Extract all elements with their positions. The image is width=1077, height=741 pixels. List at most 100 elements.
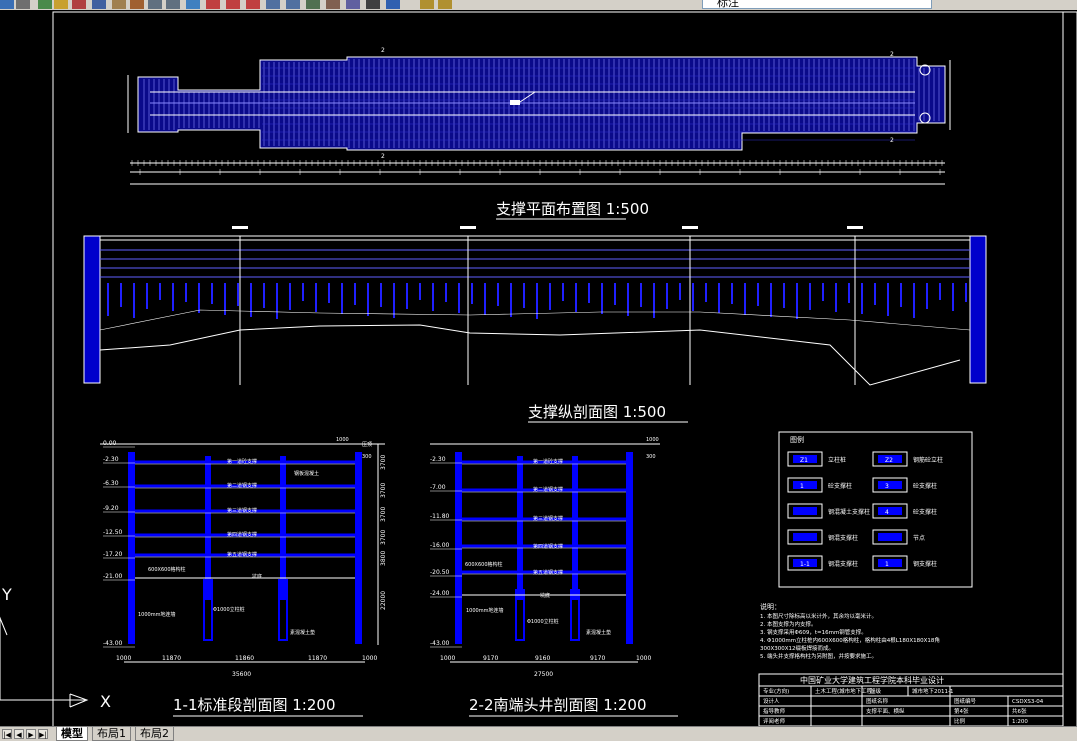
s11-right-dim: 3700 <box>380 507 387 522</box>
legend-symbol <box>878 559 902 567</box>
quickcalc-icon[interactable] <box>366 0 380 9</box>
legend-item-text: 砼支撑柱 <box>913 508 937 516</box>
s11-right-wall <box>355 452 362 644</box>
legend-symbol <box>878 481 902 489</box>
s11-label: 1000mm地连墙 <box>138 611 175 618</box>
match-icon[interactable] <box>130 0 144 9</box>
publish-icon[interactable] <box>54 0 68 9</box>
legend-symbol-label: 4 <box>885 509 889 516</box>
legend-symbol <box>793 481 817 489</box>
prev-tab-button[interactable]: ◀ <box>14 729 24 739</box>
sheet-set-icon[interactable] <box>326 0 340 9</box>
longitudinal-section: 支撑纵剖面图 1:500 <box>83 226 987 423</box>
tab-layout2[interactable]: 布局2 <box>135 727 174 741</box>
ucs-y-arrow <box>0 616 8 636</box>
cut-icon[interactable] <box>72 0 86 9</box>
note-line: 300X300X12缀板焊接而成。 <box>760 644 834 652</box>
s22-bottom-dim: 9160 <box>535 655 550 662</box>
title-block-frame <box>758 673 1064 726</box>
s22-depth: -20.50 <box>430 569 450 576</box>
s22-total-dim: 27500 <box>534 671 553 678</box>
legend-symbol-label: Z2 <box>885 457 893 464</box>
tab-layout1[interactable]: 布局1 <box>92 727 131 741</box>
zoom-previous-icon[interactable] <box>246 0 260 9</box>
legend-symbol <box>793 559 817 567</box>
s11-left-wall <box>128 452 135 644</box>
s22-label: 第四道钢支撑 <box>533 543 563 550</box>
legend-symbol-frame <box>872 555 908 571</box>
markup-icon[interactable] <box>346 0 360 9</box>
plan-center-marker <box>510 100 520 105</box>
pan-icon[interactable] <box>186 0 200 9</box>
tab-model[interactable]: 模型 <box>56 727 88 741</box>
legend-item-text: 钢混支撑柱 <box>828 560 858 568</box>
legend-item-text: 钢混支撑柱 <box>828 534 858 542</box>
undo-icon[interactable] <box>148 0 162 9</box>
legend-symbol <box>878 455 902 463</box>
s22-bottom-dim: 9170 <box>483 655 498 662</box>
s11-right-dim: 3700 <box>380 530 387 545</box>
s11-label: 600X600格构柱 <box>148 566 186 573</box>
layer-properties-icon[interactable] <box>420 0 434 9</box>
s22-pile-2 <box>570 589 580 641</box>
preview-icon[interactable] <box>38 0 52 9</box>
s11-depth: -43.00 <box>103 640 123 647</box>
plan-end-well-north-left <box>919 64 931 76</box>
model-space-canvas[interactable]: 2 2 2 2 支撑平面布置图 1:500 支撑纵剖面图 1:500 <box>0 10 1077 726</box>
s11-depth: -21.00 <box>103 573 123 580</box>
s11-title: 1-1标准段剖面图 1:200 <box>173 696 336 714</box>
design-center-icon[interactable] <box>286 0 300 9</box>
long-title: 支撑纵剖面图 1:500 <box>528 403 666 421</box>
s11-annotations: 第一道砼支撑第二道钢支撑第三道钢支撑第四道钢支撑第五道钢支撑钢板混凝土600X6… <box>138 437 372 636</box>
s11-pile-2 <box>278 579 288 641</box>
s11-right-dim: 22000 <box>380 591 387 610</box>
tb-cell: 专业(方向) <box>763 687 789 695</box>
long-section-marker <box>847 226 863 229</box>
copy-icon[interactable] <box>92 0 106 9</box>
redo-icon[interactable] <box>166 0 180 9</box>
tb-cell: 城市地下2011-1 <box>912 687 953 695</box>
s11-depth: -6.30 <box>103 480 119 487</box>
plan-section-mark-bottom-right: 2 <box>890 137 894 144</box>
save-icon[interactable] <box>0 0 14 9</box>
s11-label: 300 <box>362 454 372 460</box>
s11-bottom-dim: 11860 <box>235 655 254 662</box>
zoom-realtime-icon[interactable] <box>206 0 220 9</box>
long-section-marker <box>460 226 476 229</box>
legend-item-text: 节点 <box>913 534 925 542</box>
legend-symbol-label: 3 <box>885 483 889 490</box>
help-icon[interactable] <box>386 0 400 9</box>
s22-bottom-dim: 1000 <box>440 655 455 662</box>
layer-state-icon[interactable] <box>438 0 452 9</box>
ucs-y-label: Y <box>1 585 12 604</box>
layer-dropdown-value: 标注 <box>717 0 739 9</box>
s22-label: 第一道砼支撑 <box>533 458 563 465</box>
zoom-window-icon[interactable] <box>226 0 240 9</box>
plan-center-leader <box>519 91 536 103</box>
s22-bottom-dim: 1000 <box>636 655 651 662</box>
tb-cell: 班级 <box>870 687 882 695</box>
note-line: 2. 本图支撑为内支撑。 <box>760 620 817 628</box>
section-2-2: -2.30-7.00-11.80-16.00-20.50-24.00-43.00… <box>430 437 678 717</box>
next-tab-button[interactable]: ▶ <box>26 729 36 739</box>
tb-cell: 第4张 <box>954 707 969 715</box>
s11-struts <box>135 460 355 558</box>
s11-label: 钢板混凝土 <box>294 470 319 477</box>
notes-lines: 1. 本图尺寸除标高以米计外，其余均以毫米计。2. 本图支撑为内支撑。3. 钢支… <box>760 612 940 660</box>
tool-palettes-icon[interactable] <box>306 0 320 9</box>
tb-cell: 指导教师 <box>763 707 786 715</box>
paste-icon[interactable] <box>112 0 126 9</box>
properties-icon[interactable] <box>266 0 280 9</box>
s11-col-1 <box>205 456 211 600</box>
layer-dropdown[interactable]: 标注 <box>702 0 932 9</box>
print-icon[interactable] <box>16 0 30 9</box>
plan-title: 支撑平面布置图 1:500 <box>496 200 649 218</box>
last-tab-button[interactable]: ▶| <box>38 729 48 739</box>
legend-title: 图例 <box>790 435 804 444</box>
first-tab-button[interactable]: |◀ <box>2 729 12 739</box>
